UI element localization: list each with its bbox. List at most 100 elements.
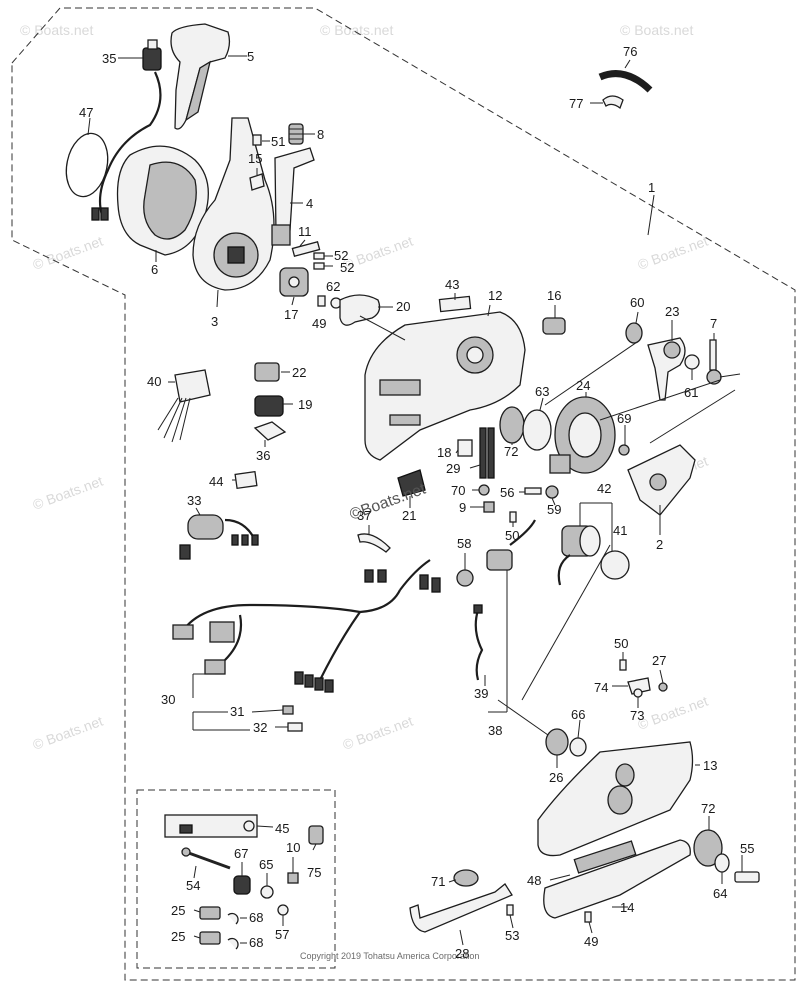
callout-53: 53 xyxy=(505,928,519,943)
watermark: © Boats.net xyxy=(320,22,393,38)
callout-74: 74 xyxy=(594,680,608,695)
callout-30: 30 xyxy=(161,692,175,707)
callout-62: 62 xyxy=(326,279,340,294)
assembly-outline xyxy=(11,7,796,981)
inset-box xyxy=(136,789,336,969)
terminal-31 xyxy=(282,705,294,715)
callout-52b: 52 xyxy=(340,260,354,275)
screw-51 xyxy=(252,134,262,146)
callout-3: 3 xyxy=(211,314,218,329)
callout-25a: 25 xyxy=(171,903,185,918)
callout-7: 7 xyxy=(710,316,717,331)
label-43 xyxy=(438,295,472,313)
callout-49b: 49 xyxy=(584,934,598,949)
lever-4 xyxy=(271,147,315,246)
clip-37 xyxy=(357,533,391,553)
part-75 xyxy=(308,825,324,845)
callout-64: 64 xyxy=(713,886,727,901)
callout-45: 45 xyxy=(275,821,289,836)
callout-49a: 49 xyxy=(312,316,326,331)
switch-18 xyxy=(457,439,473,457)
plug-16 xyxy=(542,317,566,335)
callout-52a: 52 xyxy=(334,248,348,263)
callout-41: 41 xyxy=(613,523,627,538)
key-switch-33 xyxy=(179,514,259,560)
callout-25b: 25 xyxy=(171,929,185,944)
callout-76: 76 xyxy=(623,44,637,59)
screw-49b xyxy=(584,911,592,923)
switch-19 xyxy=(254,395,284,417)
plate-13 xyxy=(537,741,694,857)
clip-15 xyxy=(249,173,265,191)
wire-35 xyxy=(98,71,162,216)
wire-terminals-35 xyxy=(91,207,109,221)
watermark: © Boats.net xyxy=(31,473,106,513)
watermark: © Boats.net xyxy=(341,713,416,753)
callout-26: 26 xyxy=(549,770,563,785)
callout-35: 35 xyxy=(102,51,116,66)
bolt-55 xyxy=(734,871,760,883)
plate-36 xyxy=(253,421,287,441)
callout-16: 16 xyxy=(547,288,561,303)
knob-17 xyxy=(279,267,309,297)
terminal-32 xyxy=(287,722,303,732)
callout-77: 77 xyxy=(569,96,583,111)
callout-22: 22 xyxy=(292,365,306,380)
callout-66: 66 xyxy=(571,707,585,722)
washer-59 xyxy=(545,485,559,499)
washer-71 xyxy=(453,869,479,887)
clamp-25a xyxy=(199,906,221,920)
cap-22 xyxy=(254,362,280,382)
clip-68a xyxy=(227,912,239,925)
callout-58: 58 xyxy=(457,536,471,551)
callout-12: 12 xyxy=(488,288,502,303)
callout-68a: 68 xyxy=(249,910,263,925)
cover-6 xyxy=(116,145,209,256)
callout-13: 13 xyxy=(703,758,717,773)
strips-29 xyxy=(479,427,495,479)
callout-6: 6 xyxy=(151,262,158,277)
callout-14: 14 xyxy=(620,900,634,915)
washer-66 xyxy=(569,737,587,757)
callout-39: 39 xyxy=(474,686,488,701)
callout-9: 9 xyxy=(459,500,466,515)
screw-52b xyxy=(313,262,325,270)
watermark: © Boats.net xyxy=(636,693,711,733)
part-10 xyxy=(287,872,299,884)
callout-32: 32 xyxy=(253,720,267,735)
gear-24 xyxy=(549,396,616,474)
washer-69 xyxy=(618,444,630,456)
housing-12 xyxy=(364,311,526,461)
callout-72b: 72 xyxy=(701,801,715,816)
callout-19: 19 xyxy=(298,397,312,412)
callout-51: 51 xyxy=(271,134,285,149)
washer-72a xyxy=(499,406,525,444)
washer-72b xyxy=(693,829,723,867)
callout-36: 36 xyxy=(256,448,270,463)
callout-40: 40 xyxy=(147,374,161,389)
clip-77 xyxy=(602,95,624,110)
callout-42: 42 xyxy=(597,481,611,496)
callout-60: 60 xyxy=(630,295,644,310)
buzzer-42 xyxy=(557,525,601,586)
screw-50a xyxy=(509,511,517,523)
callout-73: 73 xyxy=(630,708,644,723)
gear-26 xyxy=(545,728,569,756)
ring-63 xyxy=(522,409,552,451)
callout-33: 33 xyxy=(187,493,201,508)
spring-8 xyxy=(288,123,304,145)
switch-38 xyxy=(486,519,536,571)
screw-49a xyxy=(317,295,326,307)
washer-65 xyxy=(260,885,274,899)
cam-20 xyxy=(339,294,381,326)
callout-71: 71 xyxy=(431,874,445,889)
watermark: © Boats.net xyxy=(620,22,693,38)
washer-27 xyxy=(658,682,668,692)
callout-47: 47 xyxy=(79,105,93,120)
cover-41 xyxy=(600,550,630,580)
callout-57: 57 xyxy=(275,927,289,942)
callout-8: 8 xyxy=(317,127,324,142)
screw-56 xyxy=(524,487,542,495)
